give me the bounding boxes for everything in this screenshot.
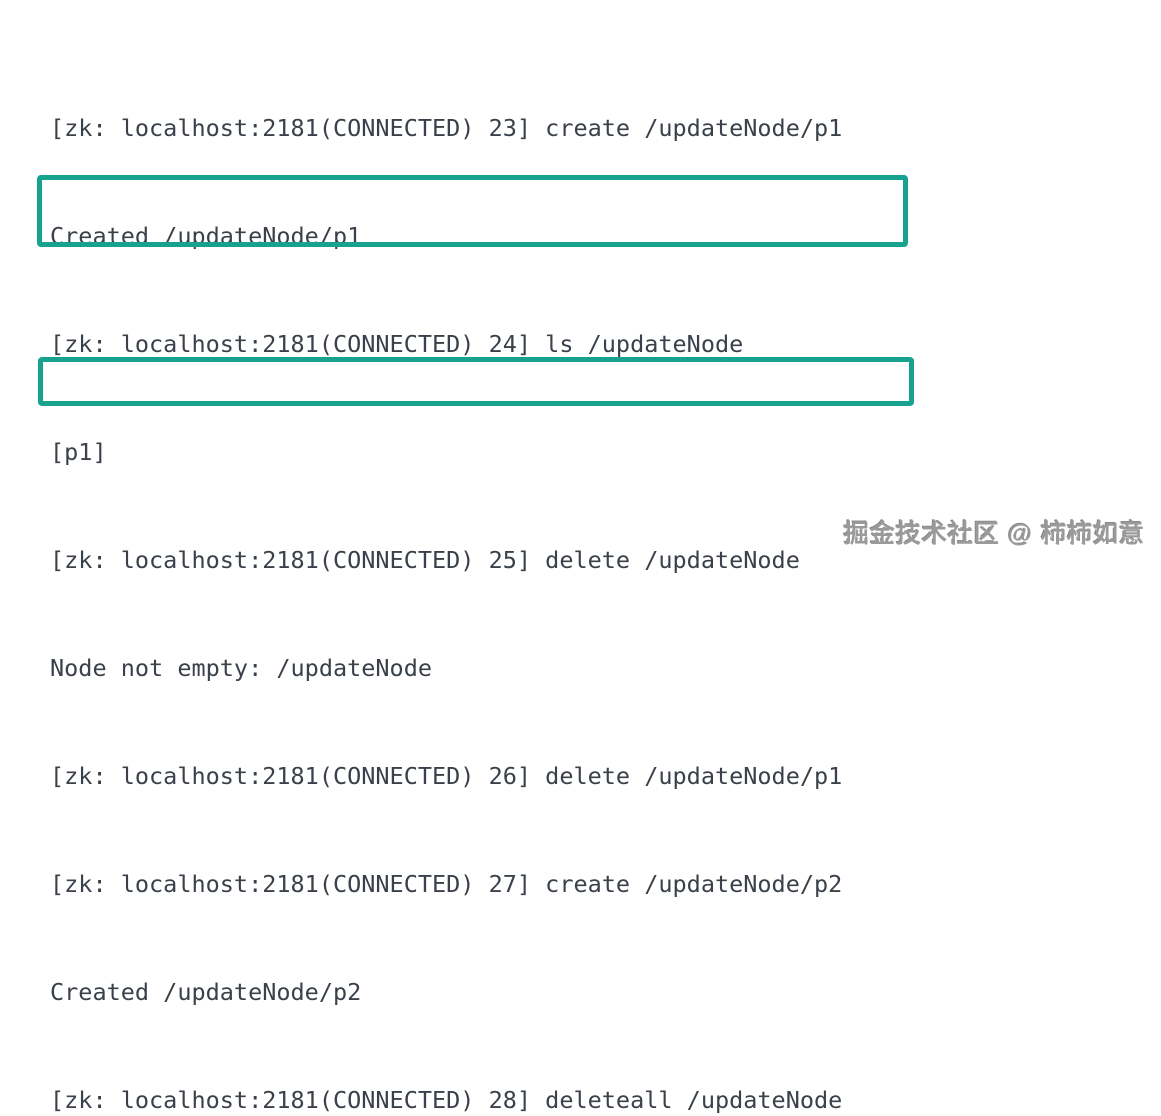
terminal-line: [zk: localhost:2181(CONNECTED) 27] creat… bbox=[50, 870, 843, 898]
terminal-output: [zk: localhost:2181(CONNECTED) 23] creat… bbox=[50, 38, 842, 1116]
terminal-line: [zk: localhost:2181(CONNECTED) 23] creat… bbox=[50, 114, 843, 142]
terminal-line: Created /updateNode/p1 bbox=[50, 222, 362, 250]
terminal-line: [zk: localhost:2181(CONNECTED) 26] delet… bbox=[50, 762, 843, 790]
terminal-line: [zk: localhost:2181(CONNECTED) 25] delet… bbox=[50, 546, 800, 574]
terminal-line: [zk: localhost:2181(CONNECTED) 28] delet… bbox=[50, 1086, 843, 1114]
terminal-line: [p1] bbox=[50, 438, 107, 466]
terminal-line: Node not empty: /updateNode bbox=[50, 654, 433, 682]
terminal-line: [zk: localhost:2181(CONNECTED) 24] ls /u… bbox=[50, 330, 744, 358]
watermark-text: 掘金技术社区 @ 柿柿如意 bbox=[843, 520, 1145, 548]
terminal-line: Created /updateNode/p2 bbox=[50, 978, 362, 1006]
terminal-screenshot: [zk: localhost:2181(CONNECTED) 23] creat… bbox=[37, 114, 1145, 1114]
